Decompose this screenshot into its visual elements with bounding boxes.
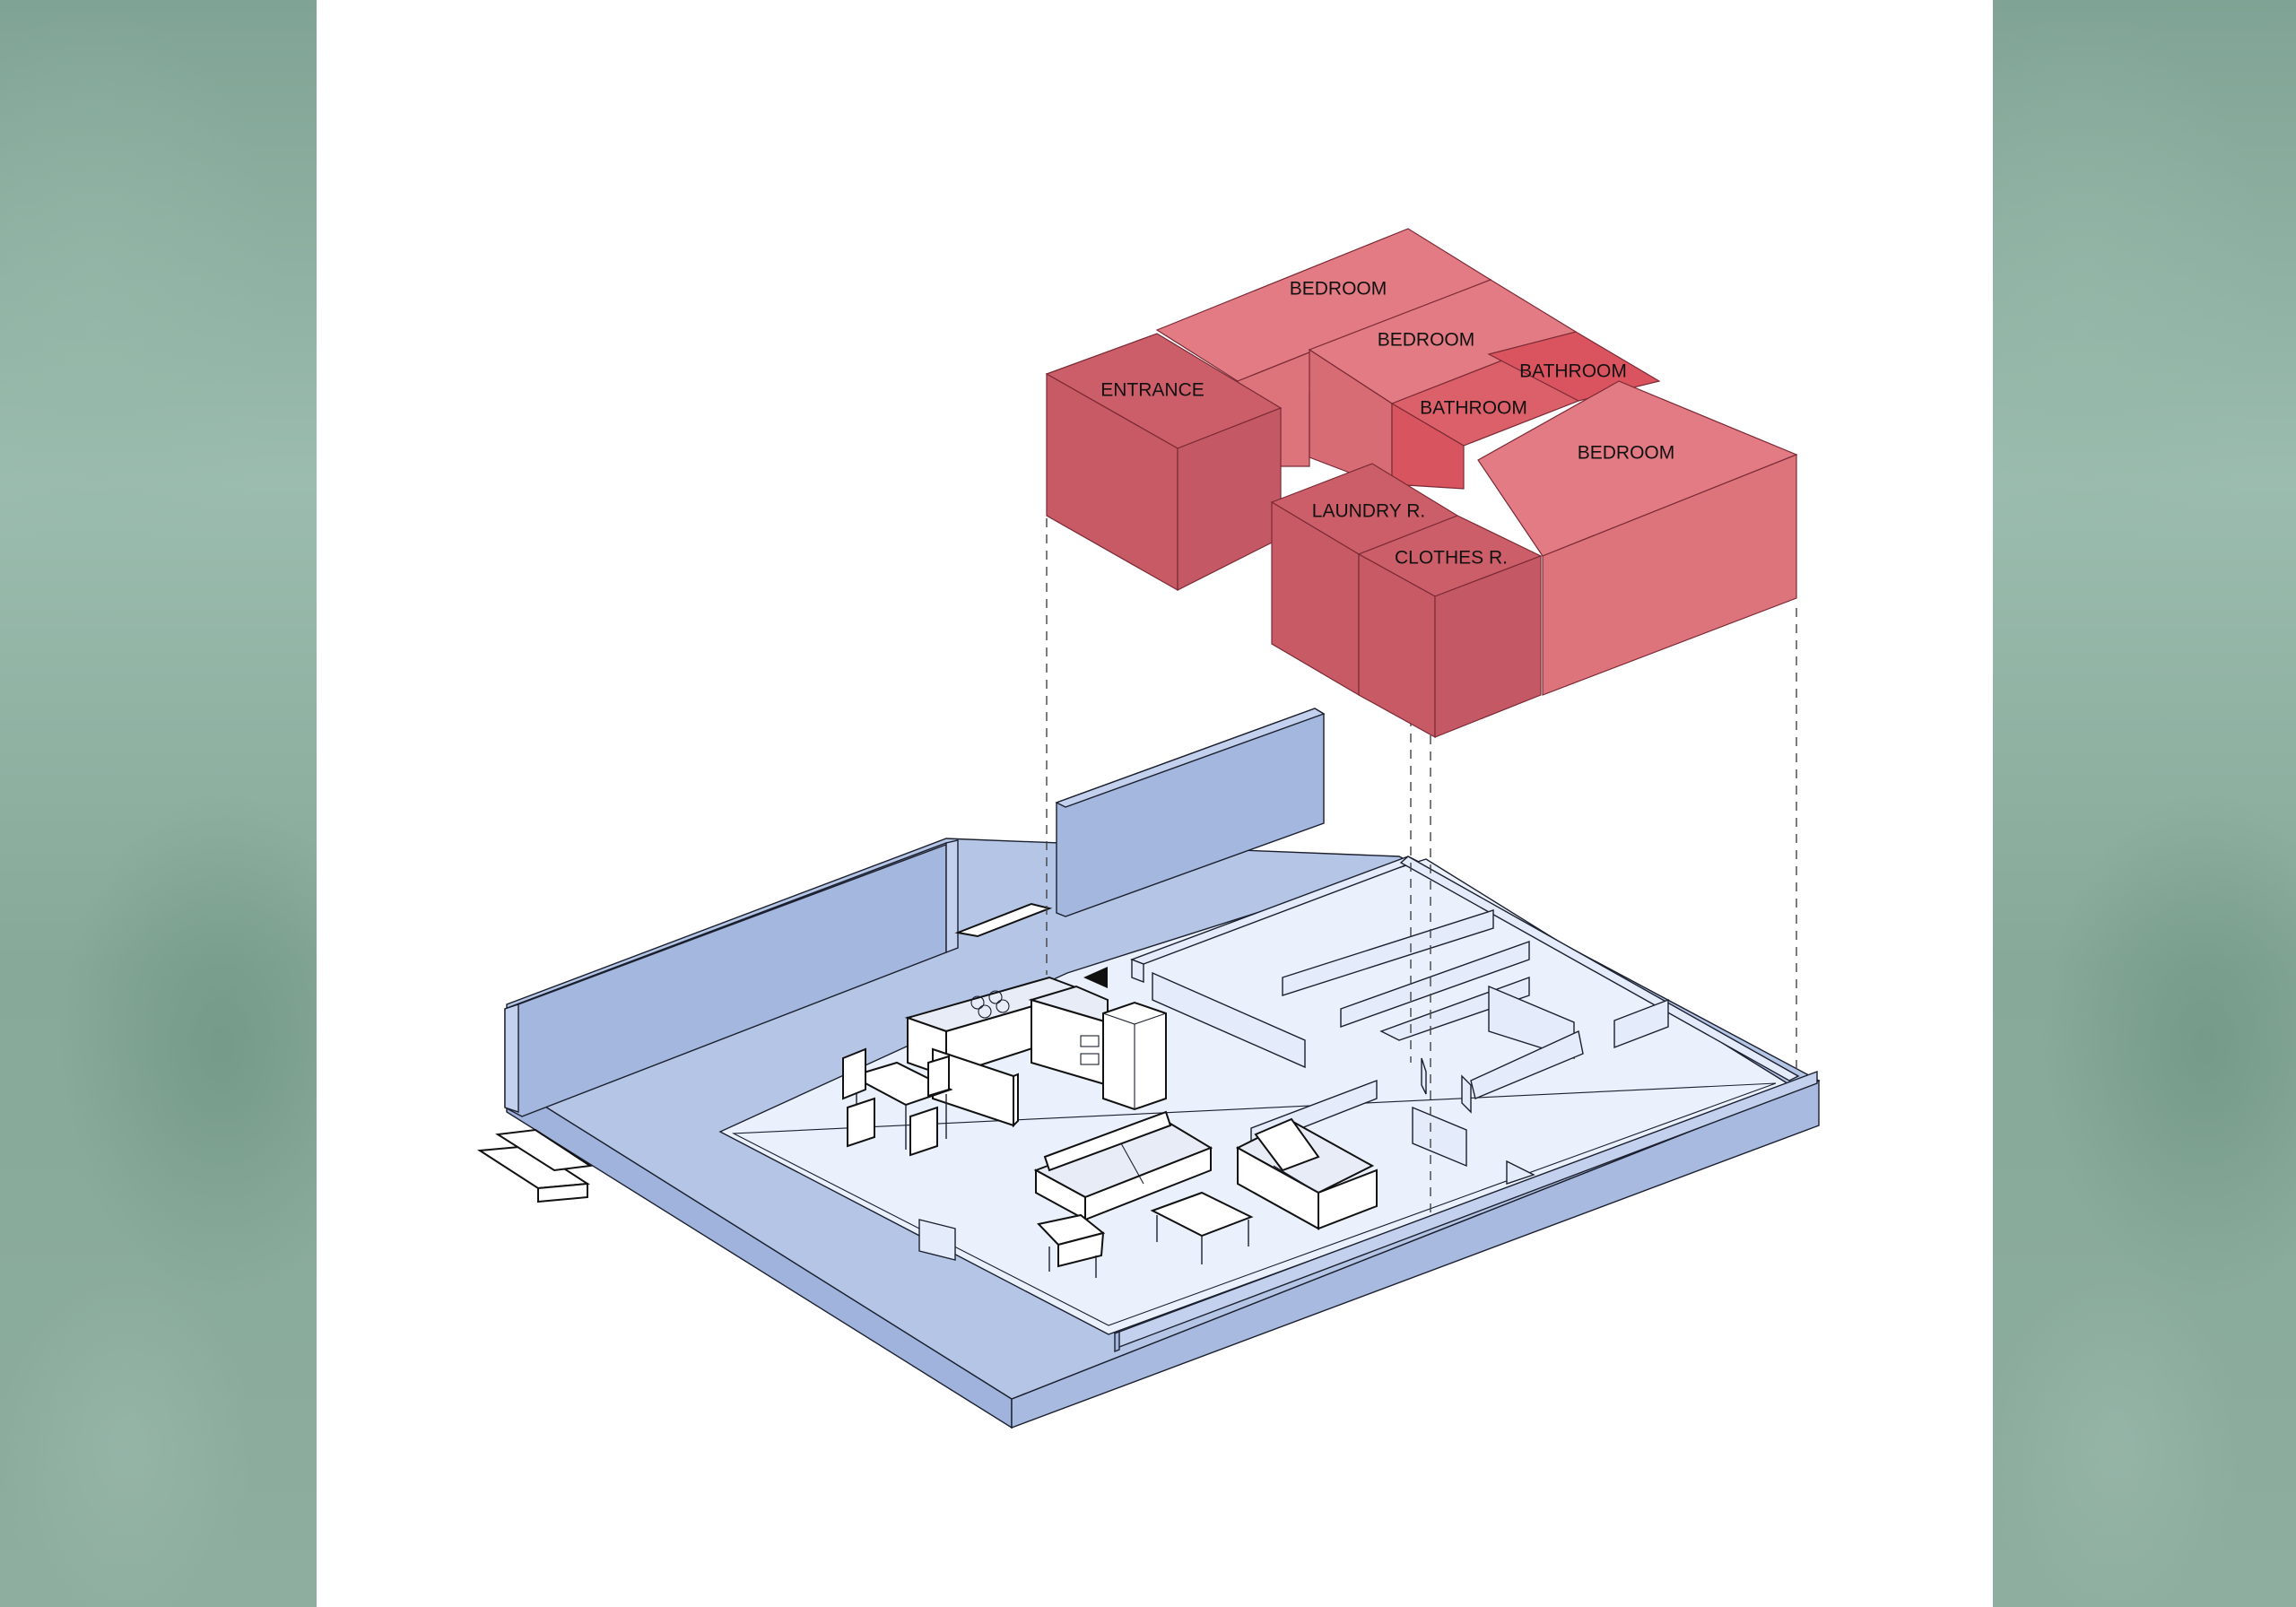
partitions bbox=[918, 856, 1800, 1261]
room-label-laundry: LAUNDRY R. bbox=[1312, 501, 1425, 522]
dining-table bbox=[842, 1047, 953, 1157]
room-label-clothes: CLOTHES R. bbox=[1395, 548, 1508, 569]
right-texture-panel bbox=[1993, 0, 2296, 1607]
room-label-bathroom-2: BATHROOM bbox=[1420, 398, 1527, 419]
projection-lines bbox=[1046, 518, 1797, 1220]
left-texture-panel bbox=[0, 0, 317, 1607]
room-label-entrance: ENTRANCE bbox=[1100, 380, 1205, 401]
walls bbox=[504, 708, 1818, 1353]
diagram-sheet: BEDROOM BEDROOM BATHROOM BATHROOM ENTRAN… bbox=[317, 0, 1993, 1607]
isometric-floor-plan: BEDROOM BEDROOM BATHROOM BATHROOM ENTRAN… bbox=[477, 228, 1821, 1429]
coffee-table bbox=[1150, 1191, 1254, 1264]
furniture bbox=[842, 967, 1378, 1278]
sofa-right bbox=[1235, 1117, 1378, 1230]
room-label-bedroom-2: BEDROOM bbox=[1378, 330, 1475, 351]
room-label-bedroom-1: BEDROOM bbox=[1290, 279, 1387, 300]
armchair bbox=[1037, 1213, 1106, 1278]
room-volumes bbox=[1045, 228, 1798, 739]
room-labels: BEDROOM BEDROOM BATHROOM BATHROOM ENTRAN… bbox=[1100, 279, 1674, 569]
room-label-bedroom-3: BEDROOM bbox=[1578, 443, 1675, 464]
room-label-bathroom-1: BATHROOM bbox=[1519, 361, 1627, 382]
